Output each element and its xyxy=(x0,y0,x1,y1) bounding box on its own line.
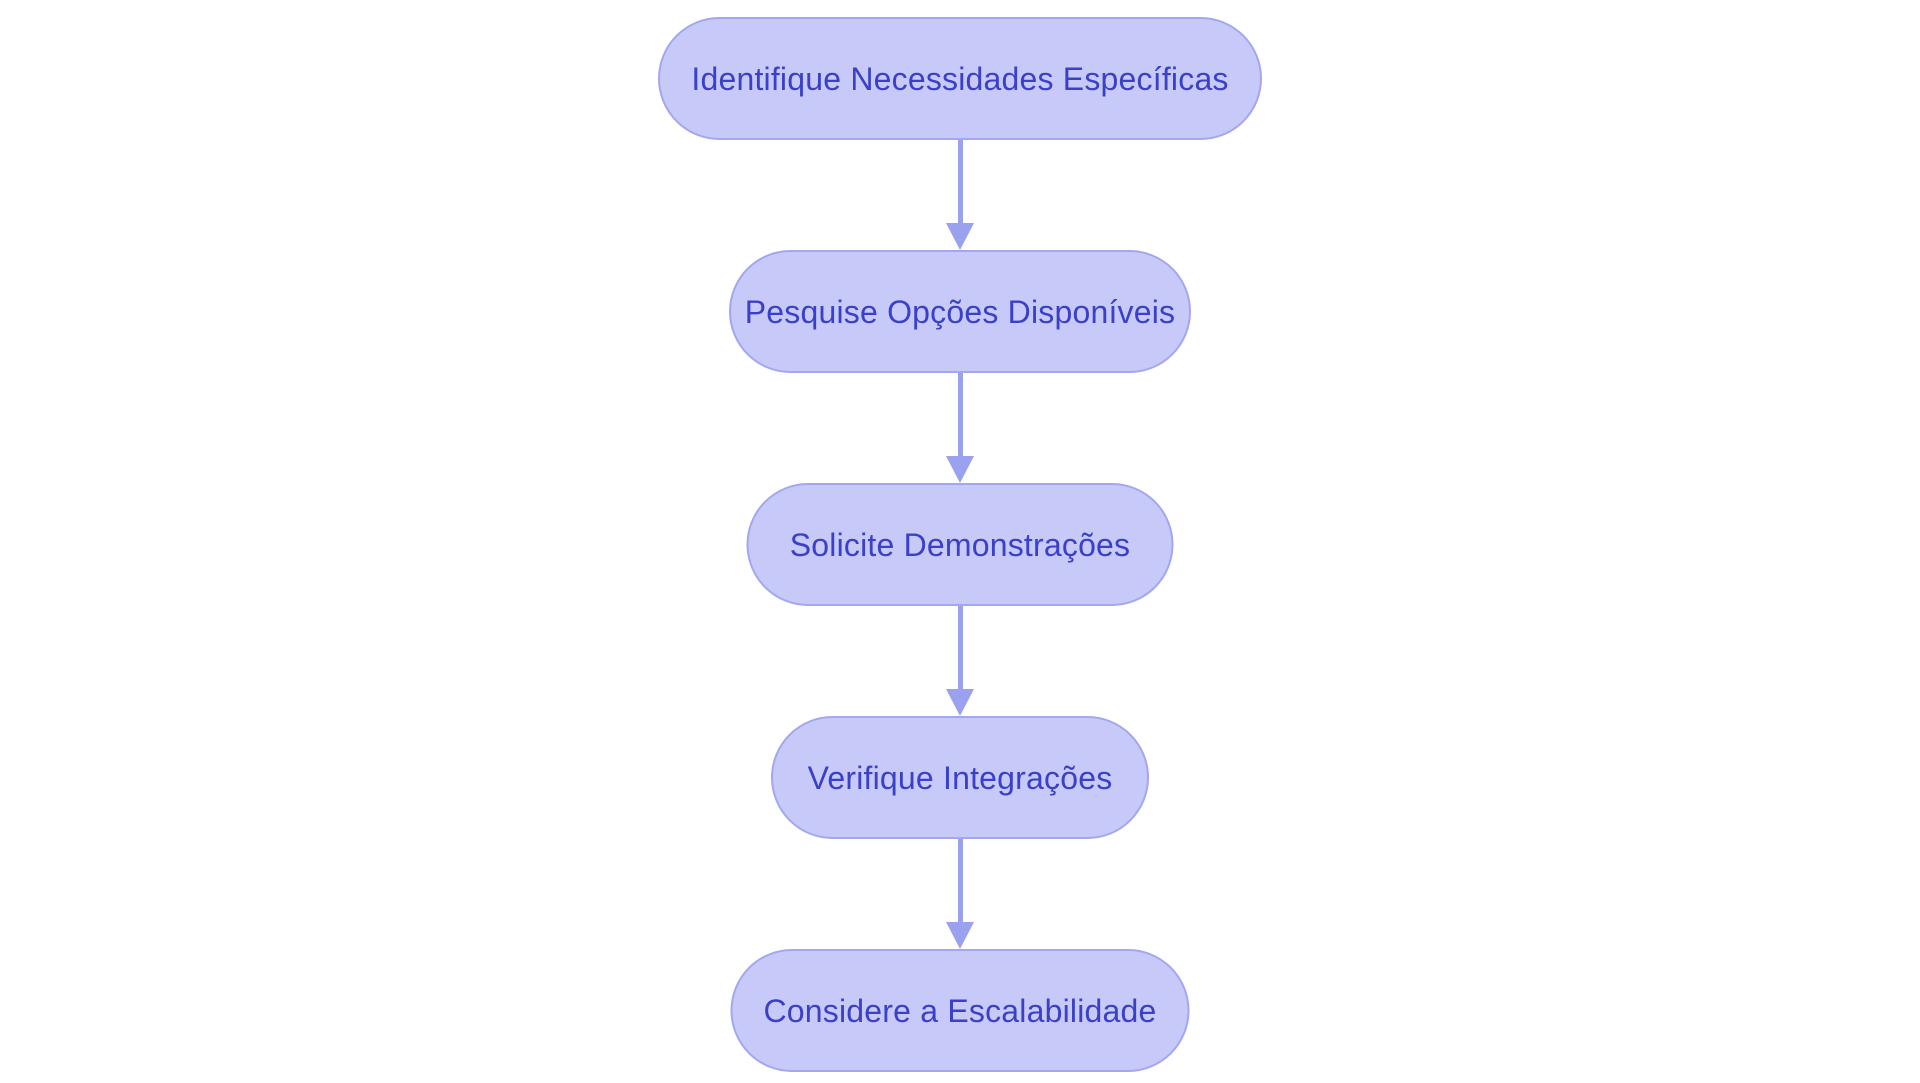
flow-node-label: Identifique Necessidades Específicas xyxy=(691,60,1229,97)
flow-arrow-2 xyxy=(946,373,974,483)
flow-node-step-1: Identifique Necessidades Específicas xyxy=(658,17,1262,140)
arrow-line xyxy=(957,606,963,689)
flow-node-label: Considere a Escalabilidade xyxy=(763,992,1157,1029)
flow-node-label: Verifique Integrações xyxy=(807,759,1113,796)
arrow-line xyxy=(957,839,963,922)
arrow-head-icon xyxy=(946,922,974,949)
flow-arrow-4 xyxy=(946,839,974,949)
arrow-head-icon xyxy=(946,223,974,250)
arrow-line xyxy=(957,140,963,223)
flow-node-step-5: Considere a Escalabilidade xyxy=(730,949,1190,1072)
arrow-line xyxy=(957,373,963,456)
flow-node-label: Pesquise Opções Disponíveis xyxy=(744,293,1176,330)
flow-node-label: Solicite Demonstrações xyxy=(789,526,1131,563)
flow-arrow-1 xyxy=(946,140,974,250)
flow-node-step-3: Solicite Demonstrações xyxy=(746,483,1174,606)
arrow-head-icon xyxy=(946,456,974,483)
flow-arrow-3 xyxy=(946,606,974,716)
flow-node-step-4: Verifique Integrações xyxy=(771,716,1149,839)
flow-node-step-2: Pesquise Opções Disponíveis xyxy=(729,250,1191,373)
arrow-head-icon xyxy=(946,689,974,716)
